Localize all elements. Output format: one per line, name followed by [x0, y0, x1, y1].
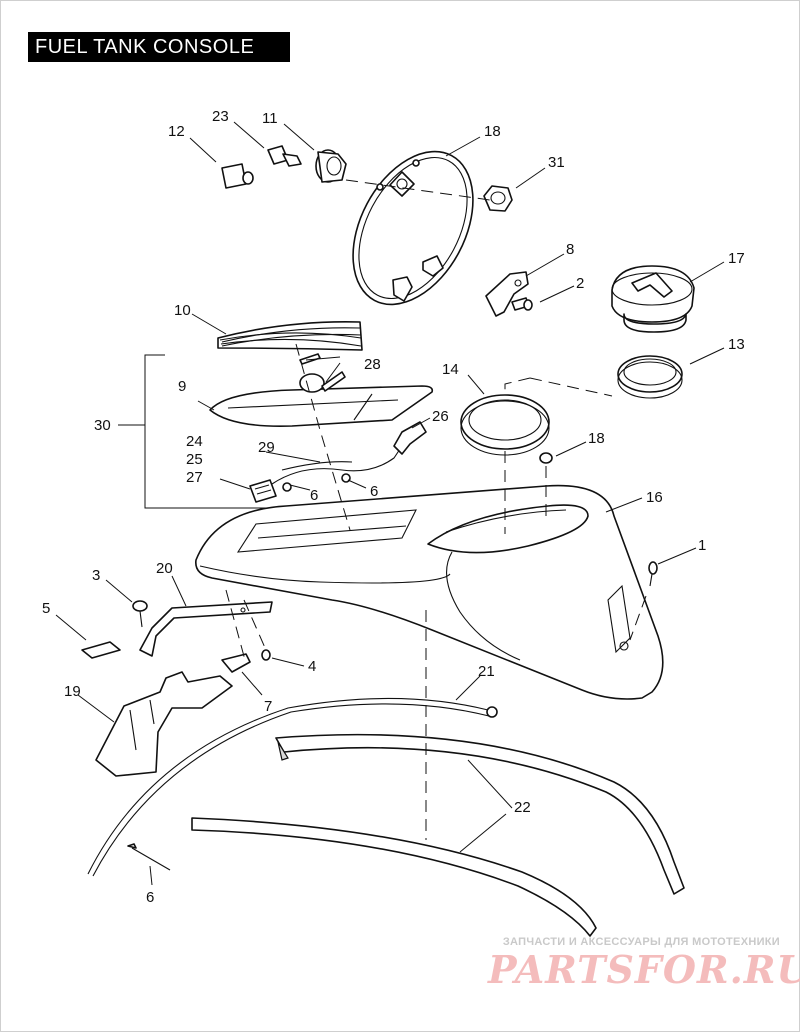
watermark-tagline: ЗАПЧАСТИ И АКСЕССУАРЫ ДЛЯ МОТОТЕХНИКИ	[502, 936, 780, 948]
part-9-console-door	[209, 385, 434, 427]
callout-5: 5	[42, 600, 50, 617]
callout-8: 8	[566, 241, 574, 258]
part-14-ring	[460, 394, 550, 456]
callout-12: 12	[168, 123, 185, 140]
callout-1: 1	[698, 537, 706, 554]
callout-3: 3	[92, 567, 100, 584]
callout-6-tie: 6	[146, 889, 154, 906]
callout-14: 14	[442, 361, 459, 378]
part-21-vent-hose	[87, 697, 498, 877]
part-4-screw	[261, 649, 271, 661]
callout-7: 7	[264, 698, 272, 715]
callout-2: 2	[576, 275, 584, 292]
callout-16: 17	[728, 250, 745, 267]
callout-19: 19	[64, 683, 81, 700]
callout-28: 28	[364, 356, 381, 373]
leader-lines	[55, 121, 725, 886]
callout-27: 27	[186, 469, 203, 486]
callout-6-harness-right: 6	[370, 483, 378, 500]
part-1-screw	[648, 561, 658, 587]
callout-18: 18	[588, 430, 605, 447]
callout-11: 11	[262, 110, 278, 127]
part-8-bracket	[485, 271, 529, 317]
callout-26: 26	[432, 408, 449, 425]
callout-20: 20	[156, 560, 173, 577]
callout-10: 10	[174, 302, 191, 319]
part-28-pins	[299, 353, 346, 393]
part-23-clip	[267, 145, 302, 167]
callout-9: 9	[178, 378, 186, 395]
callout-labels: 12 23 11 18 31 8 2 17 13 14 18 10 28 9 3…	[42, 108, 745, 906]
part-18-grommet	[539, 452, 553, 464]
callout-17: 18	[484, 123, 501, 140]
part-17-mounting-plate	[352, 150, 474, 306]
callout-31: 31	[548, 154, 565, 171]
assembly-30-bracket	[144, 354, 345, 509]
watermark-logo: PARTSFOR.RU	[488, 947, 800, 992]
diagram-title: FUEL TANK CONSOLE	[28, 32, 290, 62]
part-12-gasket	[221, 163, 254, 189]
callout-6-harness-left: 6	[310, 487, 318, 504]
callout-13: 13	[728, 336, 745, 353]
assembly-lines	[225, 179, 647, 840]
part-2-screw	[511, 297, 533, 311]
part-31-nut	[483, 185, 513, 212]
part-7-tab	[221, 653, 251, 673]
callout-4: 4	[308, 658, 316, 675]
part-19-tank-bracket	[95, 671, 233, 777]
callout-24: 24	[186, 433, 203, 450]
callout-21: 21	[478, 663, 495, 680]
callout-30: 30	[94, 417, 111, 434]
part-3-screw	[132, 600, 148, 628]
part-16-fuel-cap	[611, 265, 695, 333]
part-22-upper-trim	[275, 733, 685, 895]
callout-29: 29	[258, 439, 275, 456]
part-11-fuel-gauge	[315, 149, 347, 183]
callout-23: 23	[212, 108, 229, 125]
part-10-trim-strip	[217, 321, 363, 351]
part-15-console-body	[195, 484, 664, 700]
part-29-wiring-harness	[249, 421, 427, 503]
part-20-bracket	[139, 601, 273, 657]
callout-15: 16	[646, 489, 663, 506]
part-5-clip	[81, 641, 121, 659]
part-22-lower-trim	[191, 817, 597, 937]
callout-25: 25	[186, 451, 203, 468]
part-6-cable-tie	[127, 843, 171, 871]
part-13-cap-gasket	[617, 355, 683, 399]
callout-22: 22	[514, 799, 531, 816]
